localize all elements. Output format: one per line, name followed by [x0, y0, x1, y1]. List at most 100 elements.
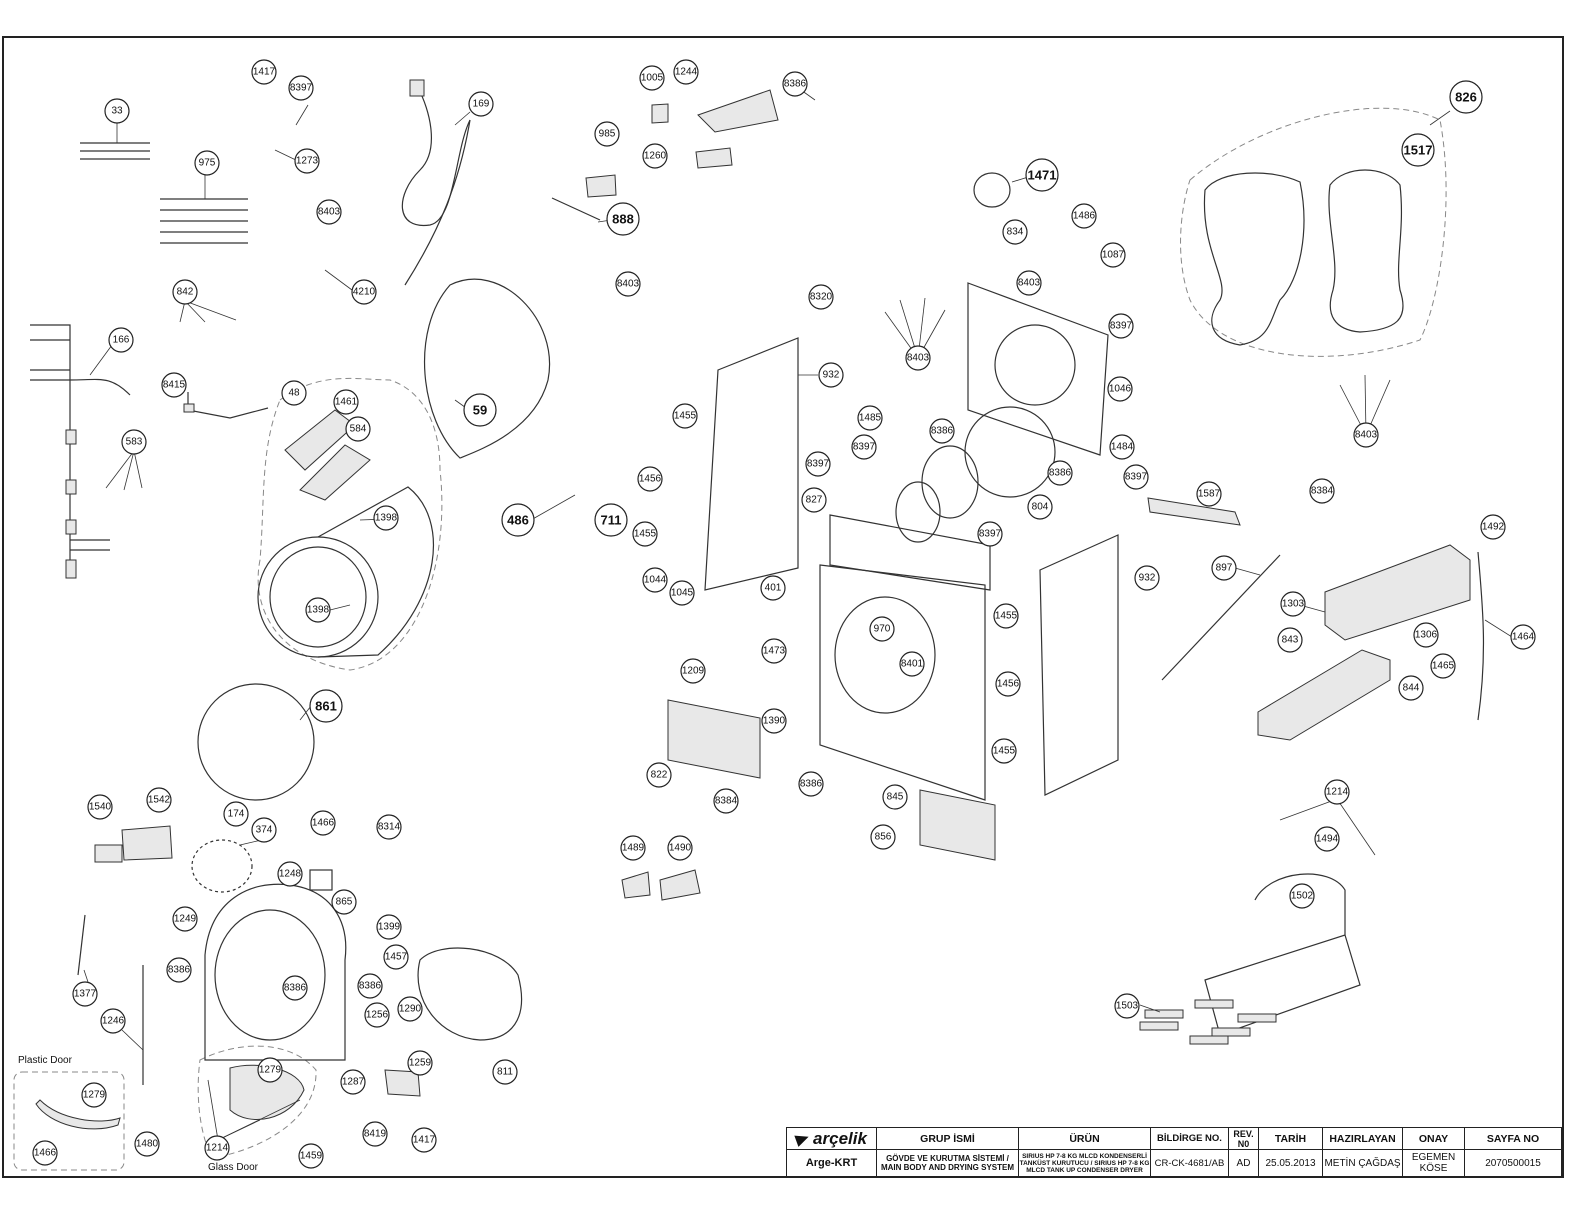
- callout-label: 374: [256, 825, 273, 836]
- callout-label: 1306: [1415, 630, 1438, 641]
- callout-circle: [594, 503, 628, 537]
- wiring-harness-166: [30, 324, 131, 579]
- callout-circle: [869, 616, 895, 642]
- callout-932: 932: [1134, 565, 1160, 591]
- callout-circle: [639, 65, 665, 91]
- callout-circle: [1289, 883, 1315, 909]
- callout-circle: [340, 1069, 366, 1095]
- callout-label: 1290: [399, 1004, 422, 1015]
- callout-label: 1417: [253, 67, 276, 78]
- callout-circle: [257, 1057, 283, 1083]
- callout-826: 826: [1449, 80, 1483, 114]
- callout-circle: [993, 603, 1019, 629]
- callout-8384: 8384: [1309, 478, 1335, 504]
- callout-1399: 1399: [376, 914, 402, 940]
- rev-value: AD: [1229, 1150, 1259, 1176]
- callout-label: 1214: [1326, 787, 1349, 798]
- callout-circle: [383, 944, 409, 970]
- callout-label: 1259: [409, 1058, 432, 1069]
- callout-1540: 1540: [87, 794, 113, 820]
- callout-circle: [851, 434, 877, 460]
- callout-label: 1044: [644, 575, 667, 586]
- callout-circle: [104, 98, 130, 124]
- callout-1473: 1473: [761, 638, 787, 664]
- callout-circle: [1314, 826, 1340, 852]
- callout-circle: [882, 784, 908, 810]
- callout-label: 4210: [353, 287, 376, 298]
- callout-1273: 1273: [294, 148, 320, 174]
- callout-label: 1260: [644, 151, 667, 162]
- callout-1377: 1377: [72, 981, 98, 1007]
- callout-circle: [669, 580, 695, 606]
- callout-label: 59: [473, 403, 487, 418]
- callout-label: 8320: [810, 292, 833, 303]
- callout-circle: [808, 284, 834, 310]
- department-value: Arge-KRT: [787, 1150, 877, 1176]
- callout-label: 583: [126, 437, 143, 448]
- callout-label: 1303: [1282, 599, 1305, 610]
- callout-label: 1471: [1028, 168, 1057, 183]
- callout-label: 584: [350, 424, 367, 435]
- callout-label: 1455: [993, 746, 1016, 757]
- callout-label: 1377: [74, 989, 97, 1000]
- callout-8386: 8386: [782, 71, 808, 97]
- callout-8397: 8397: [288, 75, 314, 101]
- callout-label: 486: [507, 513, 529, 528]
- callout-circle: [818, 362, 844, 388]
- callout-label: 1489: [622, 843, 645, 854]
- callout-1461: 1461: [333, 389, 359, 415]
- callout-label: 8386: [168, 965, 191, 976]
- callout-label: 827: [806, 495, 823, 506]
- part-drawings: [13, 79, 1485, 1171]
- callout-822: 822: [646, 762, 672, 788]
- callout-circle: [1398, 675, 1424, 701]
- callout-856: 856: [870, 824, 896, 850]
- callout-label: 1466: [34, 1148, 57, 1159]
- callout-label: 8386: [784, 79, 807, 90]
- callout-label: 1087: [1102, 250, 1125, 261]
- callout-layer: 3314178397127316997584034210842166841558…: [32, 59, 1536, 1169]
- callout-circle: [642, 567, 668, 593]
- callout-8386: 8386: [1047, 460, 1073, 486]
- callout-1484: 1484: [1109, 434, 1135, 460]
- brand-logo: arçelik: [787, 1128, 877, 1150]
- callout-1005: 1005: [639, 65, 665, 91]
- callout-circle: [277, 861, 303, 887]
- header-product: ÜRÜN: [1019, 1128, 1151, 1150]
- callout-label: 1503: [1116, 1001, 1139, 1012]
- callout-circle: [134, 1131, 160, 1157]
- callout-label: 1244: [675, 67, 698, 78]
- callout-label: 1517: [1404, 143, 1433, 158]
- callout-8397: 8397: [1123, 464, 1149, 490]
- callout-1489: 1489: [620, 835, 646, 861]
- callout-843: 843: [1277, 627, 1303, 653]
- callout-label: 1046: [1109, 384, 1132, 395]
- prepared-value: METİN ÇAĞDAŞ: [1323, 1150, 1403, 1176]
- callout-1046: 1046: [1107, 376, 1133, 402]
- callout-label: 169: [473, 99, 490, 110]
- callout-label: 8403: [1018, 278, 1041, 289]
- callout-33: 33: [104, 98, 130, 124]
- callout-circle: [1353, 422, 1379, 448]
- callout-circle: [805, 451, 831, 477]
- callout-804: 804: [1027, 494, 1053, 520]
- callout-label: 8397: [807, 459, 830, 470]
- callout-circle: [172, 279, 198, 305]
- callout-8403: 8403: [1353, 422, 1379, 448]
- callout-865: 865: [331, 889, 357, 915]
- callout-circle: [1413, 622, 1439, 648]
- callout-1517: 1517: [1401, 133, 1435, 167]
- callout-circle: [407, 1050, 433, 1076]
- callout-circle: [760, 575, 786, 601]
- callout-circle: [468, 91, 494, 117]
- callout-8397: 8397: [805, 451, 831, 477]
- callout-label: 1465: [1432, 661, 1455, 672]
- callout-8403: 8403: [316, 199, 342, 225]
- callout-circle: [1134, 565, 1160, 591]
- callout-label: 8397: [1110, 321, 1133, 332]
- callout-circle: [899, 651, 925, 677]
- callout-486: 486: [501, 503, 535, 537]
- callout-label: 174: [228, 809, 245, 820]
- callout-label: 8314: [378, 822, 401, 833]
- callout-circle: [929, 418, 955, 444]
